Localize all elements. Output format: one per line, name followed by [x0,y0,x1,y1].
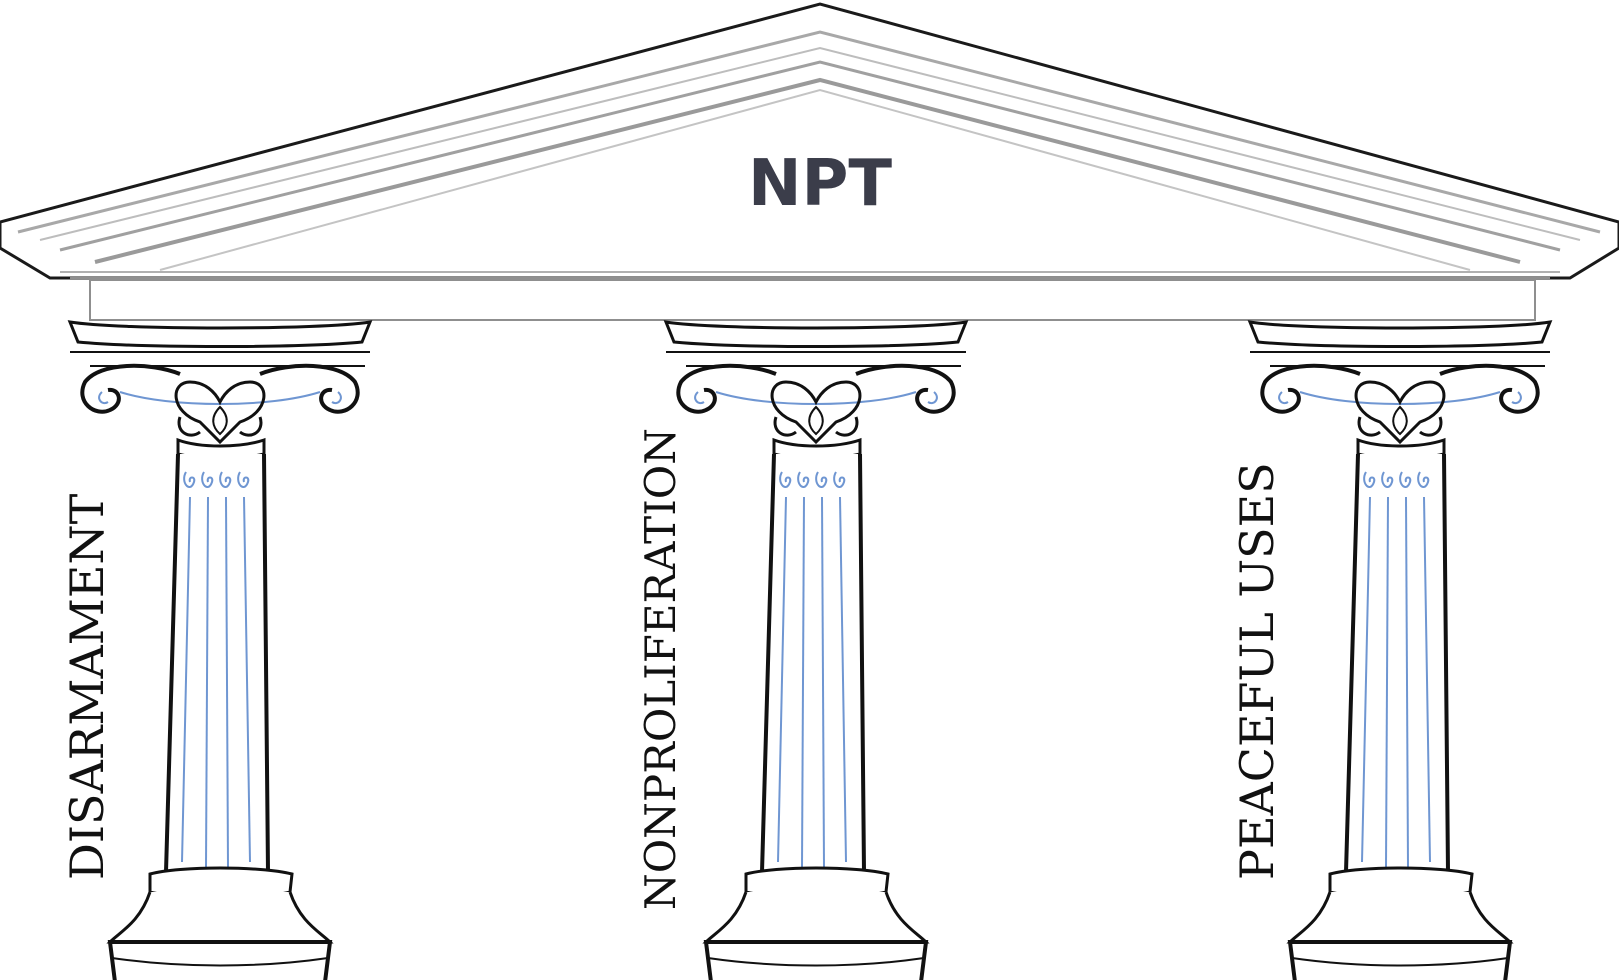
pediment-molding-1 [17,30,1601,234]
pillar-peaceful-uses: PEACEFUL USES [1230,320,1552,980]
pillar-nonproliferation: NONPROLIFERATION [636,320,968,980]
pillar-disarmament: DISARMAMENT [60,320,372,980]
architrave [89,279,1536,321]
pediment-molding-2 [39,46,1581,241]
pediment: NPT [0,2,1619,321]
pediment-molding-5 [159,88,1471,271]
pillar-label-disarmament: DISARMAMENT [60,493,114,880]
pediment-outer [0,2,1619,280]
pediment-title: NPT [748,147,892,221]
pediment-molding-4 [94,77,1521,264]
pillar-label-nonproliferation: NONPROLIFERATION [636,428,685,910]
pillar-label-peaceful-uses: PEACEFUL USES [1230,462,1284,880]
pediment-molding-3 [59,60,1561,252]
